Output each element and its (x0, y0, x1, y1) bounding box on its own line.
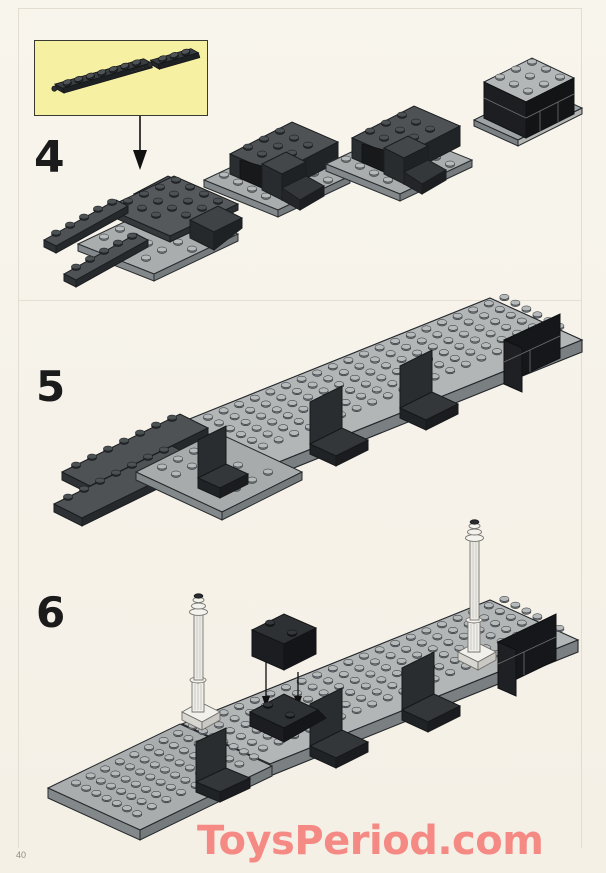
pier-column-slope (260, 151, 326, 211)
ramp-beam-upper (42, 198, 130, 254)
ramp-assembly-left (42, 175, 244, 288)
parts-callout-box (34, 40, 208, 116)
plate-1x4-dark-gray (146, 47, 201, 70)
callout-down-arrow (133, 116, 147, 170)
callout-connector-line (130, 65, 148, 73)
slope-wedge-right (188, 205, 244, 252)
pier-under-deck-2 (308, 687, 370, 769)
lamp-post-right (457, 519, 497, 671)
plate-1x8-dark-gray (51, 58, 153, 94)
callout-parts-illustration (51, 47, 201, 94)
page-frame-top (18, 8, 582, 9)
pier-under-deck-3 (398, 349, 460, 431)
step-4-panel-divider (18, 300, 582, 301)
ramp-beam-lower (62, 232, 150, 288)
wall-assembly-far-right (472, 57, 584, 147)
step-number-6: 6 (36, 588, 65, 637)
step-number-5: 5 (36, 362, 65, 411)
page-number: 40 (16, 850, 27, 860)
pier-assembly-center (202, 121, 352, 218)
end-wall-right (497, 613, 557, 697)
black-brick-1x2 (250, 613, 318, 671)
page-frame-right (581, 8, 582, 848)
pier-under-deck-1 (196, 425, 250, 499)
end-wall-right (503, 313, 561, 393)
bridge-deck-assembly-step5 (52, 294, 584, 527)
page-frame-left (18, 8, 19, 848)
pier-column-slope (382, 135, 448, 195)
pier-under-deck-3 (400, 651, 462, 733)
black-slope-brick (248, 693, 327, 743)
lamp-post-left (181, 593, 221, 731)
pier-under-deck-1 (194, 727, 252, 803)
pier-under-deck-2 (308, 385, 370, 467)
site-watermark: ToysPeriod.com (197, 818, 544, 864)
bridge-deck-assembly-step6 (46, 519, 580, 841)
pier-assembly-right (324, 105, 474, 202)
wall-black-bricks (483, 77, 575, 139)
step-number-4: 4 (34, 132, 65, 183)
